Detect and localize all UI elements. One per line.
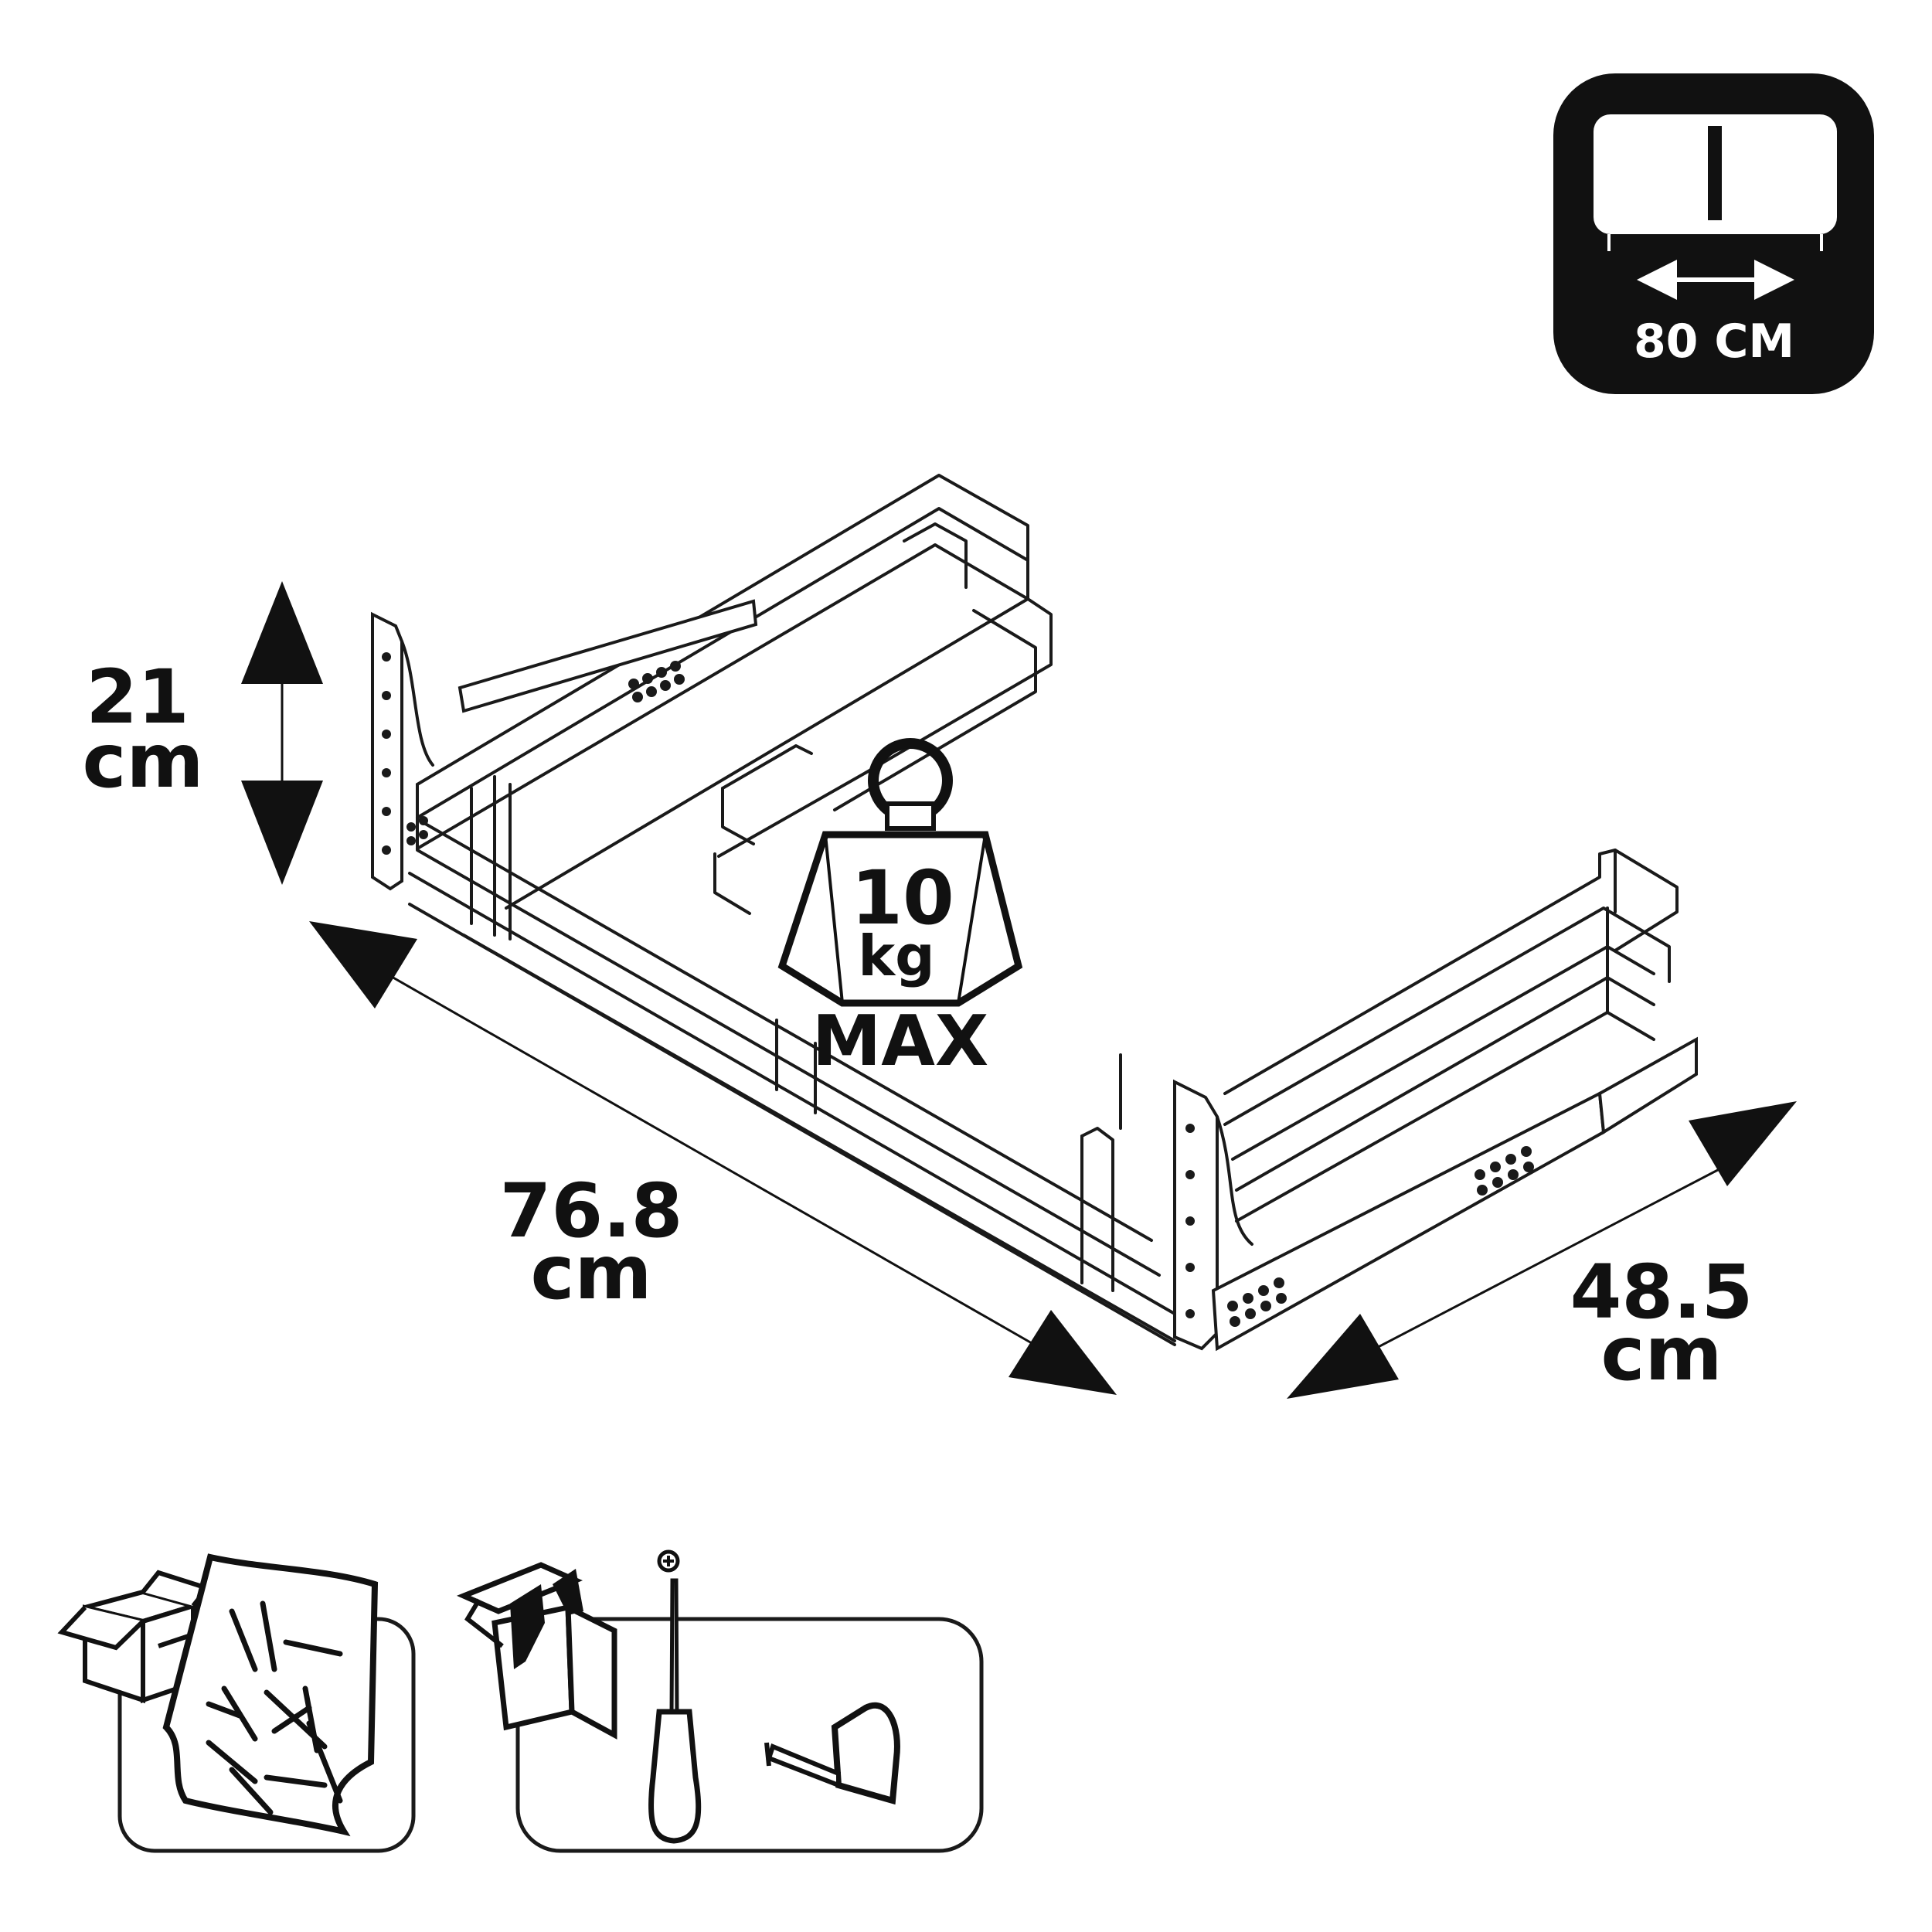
double-arrow-icon <box>1637 260 1794 300</box>
toolbox-icon <box>457 1562 617 1740</box>
runner-holes-left <box>406 661 685 845</box>
length-unit: cm <box>531 1230 652 1316</box>
height-unit: cm <box>83 718 204 804</box>
arrow-head-downright-icon <box>1009 1310 1117 1395</box>
height-value: 21 <box>86 654 189 740</box>
tape-measure-icon <box>764 1702 900 1805</box>
cabinet-width-icon <box>1594 114 1837 300</box>
up-arrow-icon <box>241 581 323 684</box>
height-dimension: 21 cm <box>83 581 323 885</box>
weight-icon <box>777 738 1023 1007</box>
max-load-badge: 10 kg MAX <box>777 738 1023 1082</box>
depth-unit: cm <box>1601 1311 1723 1397</box>
arrow-head-downleft-icon <box>1287 1314 1399 1399</box>
basket-drawing <box>371 474 1698 1352</box>
down-arrow-icon <box>241 781 323 885</box>
required-tools-panel <box>457 1549 984 1853</box>
max-load-value: 10 <box>851 855 954 941</box>
runner-holes-right <box>1227 1146 1534 1327</box>
max-load-unit: kg <box>858 923 934 988</box>
screwdriver-icon <box>648 1549 702 1844</box>
depth-dimension: 48.5 cm <box>1287 1101 1797 1399</box>
box-icon <box>57 1570 212 1704</box>
arrow-head-upright-icon <box>1689 1101 1797 1186</box>
length-dimension: 76.8 cm <box>309 921 1117 1395</box>
included-contents-panel <box>57 1553 416 1853</box>
screws-bag-icon <box>162 1553 379 1837</box>
depth-value: 48.5 <box>1570 1249 1753 1335</box>
max-load-label: MAX <box>812 1001 989 1082</box>
length-value: 76.8 <box>500 1168 683 1254</box>
width-label: 80 CM <box>1634 315 1794 369</box>
cabinet-width-badge: 80 CM <box>1553 73 1874 394</box>
arrow-head-upleft-icon <box>309 921 417 1009</box>
